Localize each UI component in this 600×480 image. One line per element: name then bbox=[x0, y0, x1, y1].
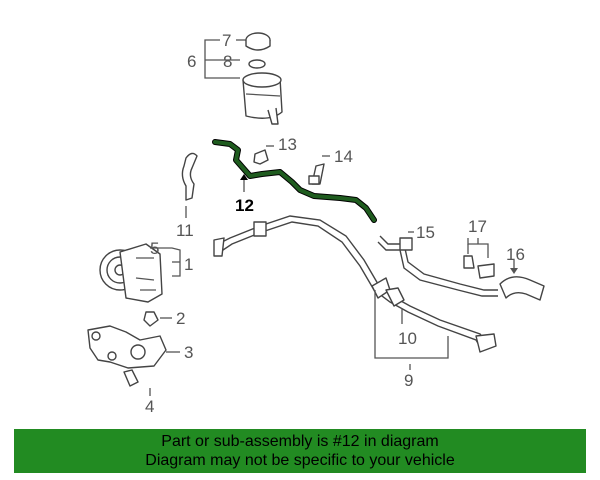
fitting-17-a bbox=[463, 255, 475, 269]
reservoir-group: 7 6 8 bbox=[187, 31, 283, 125]
callout-9[interactable]: 9 bbox=[404, 371, 413, 390]
reservoir-seal bbox=[248, 59, 266, 69]
pipe-12: 12 bbox=[212, 139, 377, 223]
callout-7[interactable]: 7 bbox=[222, 31, 231, 50]
bracket-3-body bbox=[87, 325, 167, 369]
hose-11-body bbox=[181, 152, 198, 201]
parts-diagram: 7 6 8 11 12 13 14 bbox=[87, 31, 545, 416]
callout-4[interactable]: 4 bbox=[145, 397, 154, 416]
callout-15[interactable]: 15 bbox=[416, 223, 435, 242]
callout-17[interactable]: 17 bbox=[468, 217, 487, 236]
fitting-2: 2 bbox=[143, 309, 185, 328]
reservoir-cap-skirt bbox=[245, 40, 271, 51]
bracket-3: 3 bbox=[87, 325, 193, 369]
banner-line-1: Part or sub-assembly is #12 in diagram bbox=[161, 433, 439, 450]
hose-9-end-left bbox=[213, 237, 225, 257]
callout-14[interactable]: 14 bbox=[334, 147, 353, 166]
callout-3[interactable]: 3 bbox=[184, 343, 193, 362]
callout-11[interactable]: 11 bbox=[176, 221, 194, 240]
hose-9: 10 9 bbox=[213, 215, 497, 390]
clip-13: 13 bbox=[253, 135, 297, 165]
pipe-12-highlight bbox=[213, 140, 376, 222]
bolt-14-head bbox=[308, 175, 320, 185]
callout-16[interactable]: 16 bbox=[506, 245, 525, 264]
hose-16: 16 bbox=[499, 245, 545, 301]
bolt-4: 4 bbox=[123, 369, 154, 416]
pump-assembly: 5 1 bbox=[99, 239, 193, 303]
callout-2[interactable]: 2 bbox=[176, 309, 185, 328]
reservoir-outlet bbox=[267, 107, 279, 125]
hose-9-bracket bbox=[253, 221, 267, 237]
fitting-2-body bbox=[143, 311, 159, 327]
hose-9-end-right bbox=[475, 333, 497, 353]
callout-6[interactable]: 6 bbox=[187, 52, 196, 71]
line-15: 15 bbox=[377, 223, 498, 297]
callout-12[interactable]: 12 bbox=[235, 196, 254, 215]
hose-16-body bbox=[499, 276, 545, 301]
line-15-clamp bbox=[399, 237, 413, 251]
info-banner: Part or sub-assembly is #12 in diagram D… bbox=[14, 429, 586, 473]
bracket-10 bbox=[385, 287, 405, 307]
bolt-4-body bbox=[123, 369, 139, 387]
callout-5[interactable]: 5 bbox=[150, 239, 159, 258]
callout-8[interactable]: 8 bbox=[223, 52, 232, 71]
clip-13-body bbox=[253, 149, 269, 165]
banner-line-2: Diagram may not be specific to your vehi… bbox=[145, 452, 455, 469]
bolt-14: 14 bbox=[308, 147, 353, 185]
reservoir-neck bbox=[242, 72, 282, 88]
callout-10[interactable]: 10 bbox=[398, 329, 417, 348]
callout-1[interactable]: 1 bbox=[184, 255, 193, 274]
callout-13[interactable]: 13 bbox=[278, 135, 297, 154]
fitting-17: 17 bbox=[463, 217, 495, 279]
hose-11: 11 bbox=[176, 152, 198, 240]
fitting-17-b bbox=[477, 263, 495, 279]
